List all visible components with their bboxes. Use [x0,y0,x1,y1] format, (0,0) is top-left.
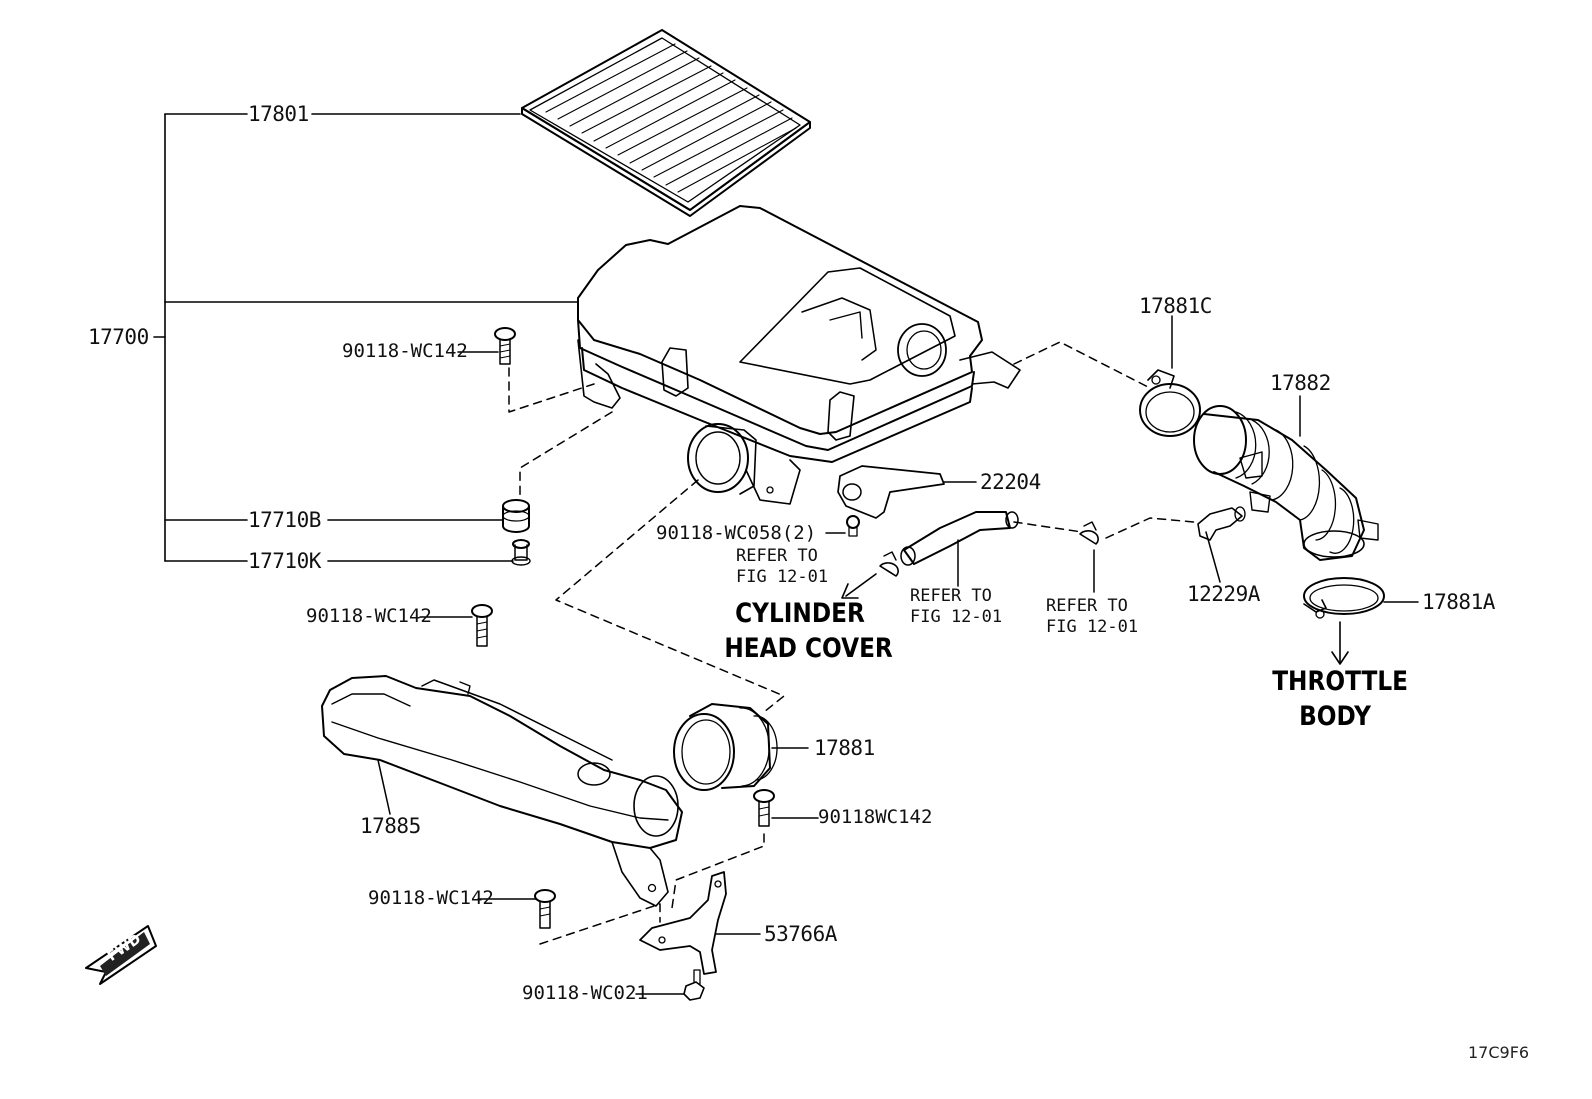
hose-clamp-icon [1303,577,1385,619]
reference-note-line: REFER TO [736,546,818,566]
bolt-icon [683,969,705,1001]
airflow-meter-icon [837,465,977,519]
assembly-bracket-17700 [153,113,579,562]
collar-icon [511,539,531,566]
callout-throttle-body: THROTTLE BODY [1272,664,1408,734]
reference-note-line: REFER TO [1046,596,1128,616]
reference-note: REFER TO FIG 12-01 [910,586,1002,629]
part-label-90118-wc142: 90118-WC142 [342,340,468,362]
screw-wc058-icon [825,515,860,537]
part-label-90118-wc058: 90118-WC058(2) [656,522,817,544]
part-label-53766a: 53766A [764,922,837,946]
leader-lines [377,315,1419,995]
intake-duct-icon [321,675,683,907]
part-label-17881: 17881 [814,736,875,760]
intake-hose-icon [673,703,809,791]
air-cleaner-case-icon [577,205,1021,505]
reference-note-line: FIG 12-01 [910,607,1003,628]
part-label-17710k: 17710K [248,549,321,573]
arrow-icon [841,573,877,599]
part-label-17710b: 17710B [248,508,321,532]
callout-line: CYLINDER [735,598,865,629]
part-label-17700: 17700 [88,325,149,349]
reference-note-line: FIG 12-01 [1046,617,1139,638]
part-label-22204: 22204 [980,470,1041,494]
diagram-code: 17C9F6 [1468,1043,1530,1062]
part-label-17882: 17882 [1270,371,1331,395]
reference-note: REFER TO FIG 12-01 [1046,596,1138,639]
mounting-bracket-icon [639,871,761,975]
callout-line: HEAD COVER [724,633,893,665]
air-filter-element-icon [521,29,811,217]
part-label-17881c: 17881C [1139,294,1212,318]
arrow-icon [1331,621,1349,665]
part-label-90118-wc142: 90118-WC142 [368,887,494,909]
part-label-12229a: 12229A [1187,582,1260,606]
part-label-90118-wc142: 90118-WC142 [306,605,432,627]
bolt-icon [534,889,556,929]
fwd-arrow-icon [85,925,157,985]
part-label-17885: 17885 [360,814,421,838]
grommet-icon [502,499,530,533]
part-label-90118wc142: 90118WC142 [818,806,933,828]
callout-line: BODY [1299,701,1371,733]
bolt-icon [753,789,775,827]
alignment-lines [508,341,1195,945]
bolt-icon [494,327,516,365]
hose-clamp-small-icon [879,551,899,577]
elbow-connector-icon [1197,506,1246,541]
reference-note-line: REFER TO [910,586,992,606]
hose-clamp-icon [1139,369,1201,437]
hose-clamp-small-icon [1079,521,1099,545]
part-label-90118-wc021: 90118-WC021 [522,982,648,1004]
callout-cylinder-head-cover: CYLINDER HEAD COVER [724,596,893,666]
reference-note: REFER TO FIG 12-01 [736,546,828,589]
callout-line: THROTTLE [1272,666,1408,697]
filter-pleats [545,43,797,193]
ventilation-hose-icon [900,511,1019,566]
reference-note-line: FIG 12-01 [736,567,829,588]
part-label-17881a: 17881A [1422,590,1495,614]
part-label-17801: 17801 [248,102,309,126]
bolt-icon [471,604,493,647]
intake-hose-icon [1193,405,1379,561]
